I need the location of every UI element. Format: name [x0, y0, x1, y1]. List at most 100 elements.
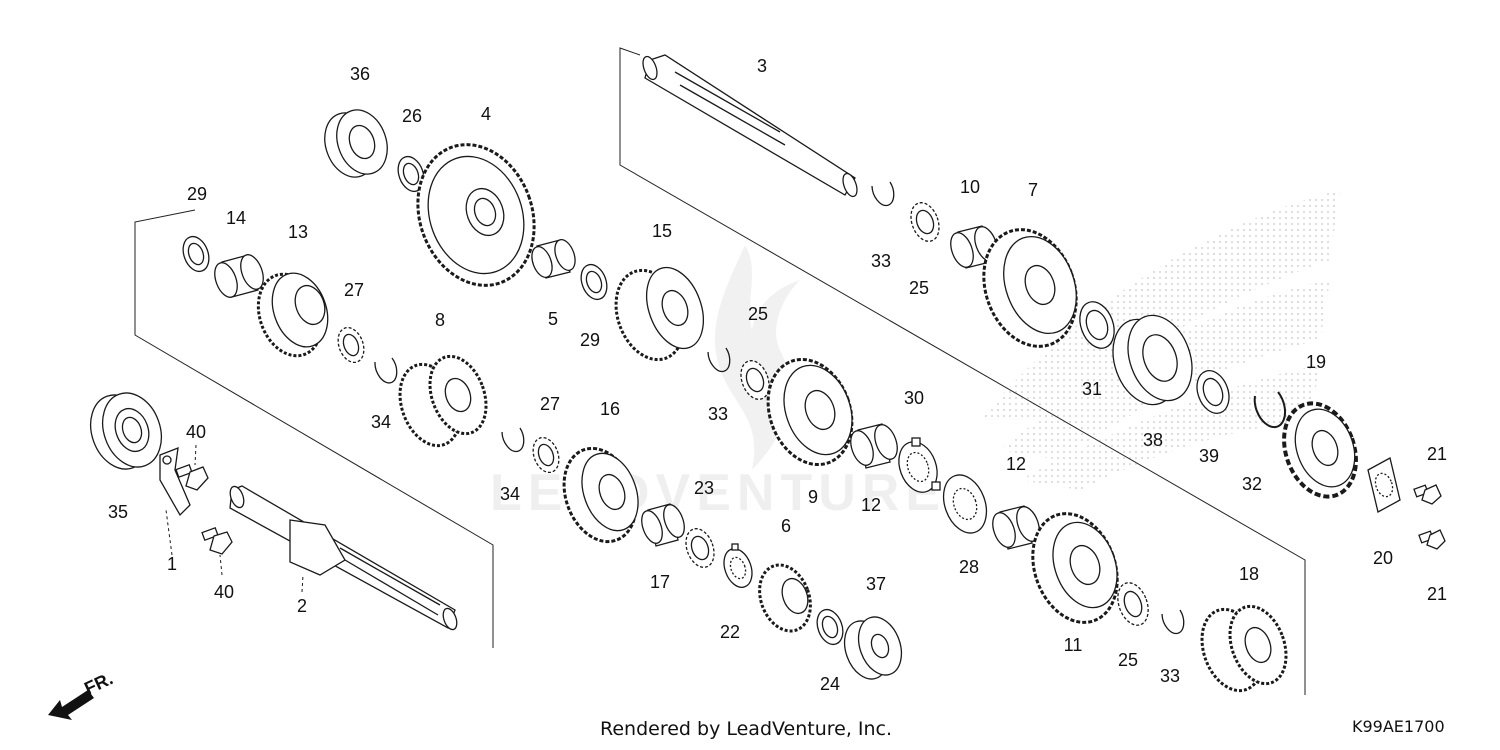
callout-38[interactable]: 38 [1143, 430, 1163, 450]
lock-washer-28[interactable] [936, 469, 994, 539]
callout-33[interactable]: 33 [708, 404, 728, 424]
needle-bearing-17[interactable] [638, 502, 689, 547]
gear-11[interactable] [1018, 502, 1131, 635]
bushing-5[interactable] [528, 237, 579, 280]
callout-21[interactable]: 21 [1427, 584, 1447, 604]
lock-washer-22[interactable] [719, 543, 757, 591]
callout-12[interactable]: 12 [1006, 454, 1026, 474]
callout-17[interactable]: 17 [650, 572, 670, 592]
splined-washer-27-lower[interactable] [529, 434, 564, 476]
snap-ring-33-bottom[interactable] [1161, 609, 1185, 635]
gear-4[interactable] [399, 128, 553, 302]
bushing-10[interactable] [946, 224, 1001, 271]
callout-27[interactable]: 27 [344, 280, 364, 300]
callout-36[interactable]: 36 [350, 64, 370, 84]
callout-2[interactable]: 2 [297, 596, 307, 616]
callout-31[interactable]: 31 [1082, 379, 1102, 399]
callout-3[interactable]: 3 [757, 56, 767, 76]
ball-bearing-37[interactable] [837, 611, 909, 685]
callout-23[interactable]: 23 [694, 478, 714, 498]
thrust-washer-29-middle[interactable] [577, 261, 612, 303]
oil-seal-31[interactable] [1074, 297, 1120, 353]
callout-28[interactable]: 28 [959, 557, 979, 577]
drive-sprocket-19[interactable] [1272, 393, 1369, 506]
callout-18[interactable]: 18 [1239, 564, 1259, 584]
callout-10[interactable]: 10 [960, 177, 980, 197]
shaft-stopper-plate-1[interactable] [159, 446, 191, 517]
splined-washer-23[interactable] [681, 525, 719, 571]
callout-16[interactable]: 16 [600, 399, 620, 419]
callout-9[interactable]: 9 [808, 487, 818, 507]
callout-35[interactable]: 35 [108, 502, 128, 522]
gear-9[interactable] [754, 348, 866, 477]
bolt-21-upper[interactable] [1413, 484, 1442, 505]
splined-washer-27-upper[interactable] [334, 324, 369, 366]
mainshaft-2[interactable] [228, 485, 460, 632]
callout-13[interactable]: 13 [288, 222, 308, 242]
callout-40[interactable]: 40 [214, 582, 234, 602]
snap-ring-33-top[interactable] [871, 181, 895, 207]
splined-washer-25-top[interactable] [906, 199, 944, 245]
callout-22[interactable]: 22 [720, 622, 740, 642]
gear-18[interactable] [1191, 599, 1296, 700]
callout-25[interactable]: 25 [909, 278, 929, 298]
gear-16[interactable] [552, 438, 649, 551]
callout-5[interactable]: 5 [548, 309, 558, 329]
gear-6[interactable] [751, 558, 819, 638]
bolt-40-upper[interactable] [175, 464, 209, 491]
ball-bearing-36[interactable] [316, 103, 396, 184]
gear-13[interactable] [247, 265, 337, 364]
snap-ring-32[interactable] [1253, 391, 1287, 429]
ball-bearing-35[interactable] [81, 385, 172, 478]
splined-washer-25-bottom[interactable] [1112, 579, 1153, 630]
callout-39[interactable]: 39 [1199, 446, 1219, 466]
callout-34[interactable]: 34 [371, 412, 391, 432]
countershaft-3[interactable] [640, 54, 859, 199]
callout-8[interactable]: 8 [435, 310, 445, 330]
thrust-washer-24[interactable] [813, 606, 848, 648]
callout-26[interactable]: 26 [402, 106, 422, 126]
gear-8[interactable] [389, 349, 496, 455]
callout-34[interactable]: 34 [500, 484, 520, 504]
splined-washer-25-middle[interactable] [736, 357, 774, 403]
snap-ring-34-upper[interactable] [374, 357, 398, 384]
callout-33[interactable]: 33 [1160, 666, 1180, 686]
callout-24[interactable]: 24 [820, 674, 840, 694]
callout-1[interactable]: 1 [167, 554, 177, 574]
oil-seal-39[interactable] [1191, 366, 1234, 418]
countershaft-assembly-box [619, 47, 1306, 695]
callout-6[interactable]: 6 [781, 516, 791, 536]
snap-ring-34-lower[interactable] [501, 427, 525, 453]
callout-20[interactable]: 20 [1373, 548, 1393, 568]
bushing-14[interactable] [210, 252, 267, 301]
callout-30[interactable]: 30 [904, 388, 924, 408]
callout-19[interactable]: 19 [1306, 352, 1326, 372]
lock-washer-30[interactable] [892, 436, 944, 497]
callout-29[interactable]: 29 [187, 184, 207, 204]
callout-4[interactable]: 4 [481, 104, 491, 124]
bolt-21-lower[interactable] [1418, 529, 1446, 550]
callout-27[interactable]: 27 [540, 394, 560, 414]
gear-15[interactable] [604, 260, 714, 370]
ball-bearing-38[interactable] [1102, 306, 1203, 413]
callout-33[interactable]: 33 [871, 251, 891, 271]
callout-40[interactable]: 40 [186, 422, 206, 442]
bolt-40-lower[interactable] [201, 527, 233, 555]
callout-12[interactable]: 12 [861, 495, 881, 515]
callout-29[interactable]: 29 [580, 330, 600, 350]
callout-14[interactable]: 14 [226, 208, 246, 228]
callout-15[interactable]: 15 [652, 221, 672, 241]
callout-37[interactable]: 37 [866, 574, 886, 594]
thrust-washer-26[interactable] [394, 153, 429, 195]
callout-7[interactable]: 7 [1028, 180, 1038, 200]
callout-11[interactable]: 11 [1064, 635, 1083, 655]
callout-25[interactable]: 25 [748, 304, 768, 324]
callout-21[interactable]: 21 [1427, 444, 1447, 464]
sprocket-fixing-plate-20[interactable] [1367, 457, 1401, 513]
callout-32[interactable]: 32 [1242, 474, 1262, 494]
gear-7[interactable] [968, 217, 1092, 360]
thrust-washer-29-left[interactable] [179, 233, 214, 275]
callout-25[interactable]: 25 [1118, 650, 1138, 670]
needle-bearing-12-left[interactable] [846, 422, 901, 469]
snap-ring-33-middle[interactable] [707, 347, 731, 373]
